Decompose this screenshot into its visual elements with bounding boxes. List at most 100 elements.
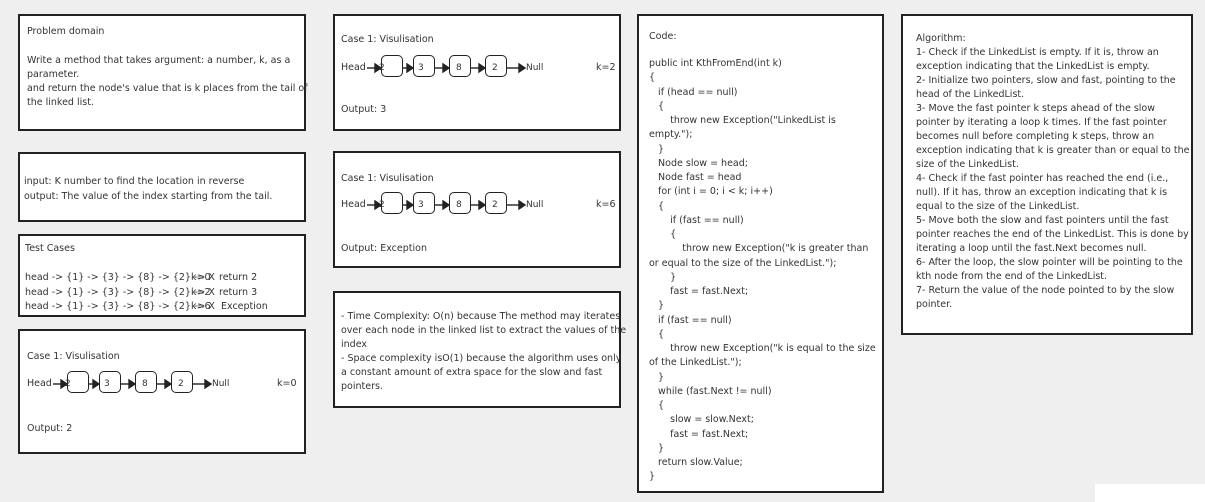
algorithm-line: 6- After the loop, the slow pointer will… bbox=[916, 257, 1183, 268]
problem-line: the linked list. bbox=[27, 97, 94, 108]
case-title: Case 1: Visulisation bbox=[341, 173, 434, 184]
case-output: Output: Exception bbox=[341, 243, 427, 254]
k-value: k=0 bbox=[277, 378, 297, 389]
problem-domain-title: Problem domain bbox=[27, 26, 105, 37]
complexity-card: - Time Complexity: O(n) because The meth… bbox=[333, 291, 626, 408]
code-line: while (fast.Next != null) bbox=[649, 385, 772, 397]
list-node-box bbox=[449, 192, 471, 214]
algorithm-line: becomes null before completing k steps, … bbox=[916, 131, 1155, 142]
list-node-box bbox=[413, 55, 435, 77]
code-line: if (fast == null) bbox=[649, 314, 732, 326]
list-node-box bbox=[485, 55, 507, 77]
linked-list-diagram: Head 2 3 8 2 Null k=2 bbox=[341, 55, 616, 81]
node-value: 2 bbox=[492, 63, 498, 73]
algorithm-line: iterating a loop until the fast.Next bec… bbox=[916, 243, 1147, 254]
linked-list-diagram: Head 2 3 8 2 Null k=6 bbox=[341, 192, 616, 218]
algorithm-line: 3- Move the fast pointer k steps ahead o… bbox=[916, 103, 1156, 114]
complexity-line: - Time Complexity: O(n) because The meth… bbox=[341, 311, 621, 322]
complexity-line: index bbox=[341, 339, 367, 350]
algorithm-line: 2- Initialize two pointers, slow and fas… bbox=[916, 75, 1176, 86]
algorithm-line: pointer by iterating a loop k times. If … bbox=[916, 117, 1167, 128]
test-case-k: k=6 bbox=[191, 301, 211, 312]
algorithm-line: 1- Check if the LinkedList is empty. If … bbox=[916, 47, 1159, 58]
test-case-k: k=2 bbox=[191, 287, 211, 298]
problem-line: and return the node's value that is k pl… bbox=[27, 83, 308, 94]
algorithm-line: 4- Check if the fast pointer has reached… bbox=[916, 173, 1169, 184]
code-line: fast = fast.Next; bbox=[649, 428, 749, 440]
pointer-arrows bbox=[53, 378, 213, 390]
list-node-box bbox=[381, 55, 403, 77]
node-value: 8 bbox=[142, 379, 148, 389]
list-node-box bbox=[485, 192, 507, 214]
problem-domain-card: Problem domain Write a method that takes… bbox=[18, 14, 308, 131]
code-line: slow = slow.Next; bbox=[649, 414, 754, 426]
node-value: 2 bbox=[379, 63, 385, 73]
k-value: k=6 bbox=[596, 199, 616, 210]
null-label: Null bbox=[526, 200, 544, 210]
code-line: } bbox=[649, 442, 665, 454]
algorithm-line: 5- Move both the slow and fast pointers … bbox=[916, 215, 1169, 226]
algorithm-line: equal to the size of the LinkedList. bbox=[916, 201, 1080, 212]
case-title: Case 1: Visulisation bbox=[341, 34, 434, 45]
code-line: or equal to the size of the LinkedList."… bbox=[649, 257, 837, 269]
code-title: Code: bbox=[649, 31, 677, 42]
pointer-arrows bbox=[367, 62, 527, 74]
code-line: { bbox=[649, 229, 677, 240]
code-line: empty."); bbox=[649, 129, 693, 141]
test-case-result: return 3 bbox=[219, 287, 258, 298]
code-line: { bbox=[649, 100, 665, 112]
case-visualisation-card: Case 1: Visulisation Head 2 3 8 2 Null k… bbox=[18, 329, 306, 454]
list-node-box bbox=[413, 192, 435, 214]
test-case-result: Exception bbox=[221, 301, 268, 312]
head-label: Head bbox=[27, 378, 52, 389]
node-value: 8 bbox=[456, 63, 462, 73]
test-case-k: k=0 bbox=[191, 272, 211, 283]
code-line: Node slow = head; bbox=[649, 157, 748, 169]
linked-list-diagram: Head 2 3 8 2 Null k=0 bbox=[27, 371, 297, 397]
output-text: output: The value of the index starting … bbox=[24, 191, 273, 202]
complexity-line: pointers. bbox=[341, 381, 383, 392]
code-line: { bbox=[649, 328, 665, 340]
code-line: throw new Exception("k is greater than bbox=[649, 243, 869, 255]
code-line: Node fast = head bbox=[649, 172, 742, 183]
input-text: input: K number to find the location in … bbox=[24, 176, 245, 187]
algorithm-title: Algorithm: bbox=[916, 33, 966, 44]
code-line: } bbox=[649, 300, 665, 312]
algorithm-line: size of the LinkedList. bbox=[916, 159, 1019, 170]
node-value: 3 bbox=[418, 63, 424, 73]
head-label: Head bbox=[341, 199, 366, 210]
complexity-line: a constant amount of extra space for the… bbox=[341, 367, 603, 378]
node-value: 2 bbox=[65, 379, 71, 389]
node-value: 8 bbox=[456, 200, 462, 210]
node-value: 2 bbox=[492, 200, 498, 210]
code-line: fast = fast.Next; bbox=[649, 286, 749, 297]
code-line: } bbox=[649, 143, 665, 155]
algorithm-line: pointer. bbox=[916, 299, 953, 310]
list-node-box bbox=[449, 55, 471, 77]
node-value: 3 bbox=[418, 200, 424, 210]
node-value: 2 bbox=[379, 200, 385, 210]
list-node-box bbox=[381, 192, 403, 214]
code-card: Code: public int KthFromEnd(int k){ if (… bbox=[637, 14, 884, 493]
algorithm-line: pointer reaches the end of the LinkedLis… bbox=[916, 229, 1189, 240]
algorithm-line: head of the LinkedList. bbox=[916, 89, 1025, 100]
code-line: throw new Exception("k is equal to the s… bbox=[649, 343, 876, 354]
code-line: } bbox=[649, 271, 677, 283]
case-output: Output: 2 bbox=[27, 423, 73, 434]
null-label: Null bbox=[526, 63, 544, 73]
problem-line: Write a method that takes argument: a nu… bbox=[27, 55, 291, 66]
code-line: of the LinkedList."); bbox=[649, 357, 742, 369]
code-line: } bbox=[649, 471, 656, 483]
algorithm-card: Algorithm: 1- Check if the LinkedList is… bbox=[901, 14, 1193, 335]
code-line: if (fast == null) bbox=[649, 214, 744, 226]
case-output: Output: 3 bbox=[341, 104, 387, 115]
list-node-box bbox=[67, 371, 89, 393]
case-visualisation-card: Case 1: Visulisation Head 2 3 8 2 Null k… bbox=[333, 14, 621, 131]
input-output-card: input: K number to find the location in … bbox=[18, 152, 306, 222]
code-line: for (int i = 0; i < k; i++) bbox=[649, 186, 773, 198]
complexity-line: - Space complexity isO(1) because the al… bbox=[341, 353, 622, 364]
test-case-list: head -> {1} -> {3} -> {8} -> {2} -> X bbox=[25, 272, 215, 283]
node-value: 2 bbox=[178, 379, 184, 389]
canvas-corner-panel bbox=[1095, 484, 1205, 502]
pointer-arrows bbox=[367, 199, 527, 211]
